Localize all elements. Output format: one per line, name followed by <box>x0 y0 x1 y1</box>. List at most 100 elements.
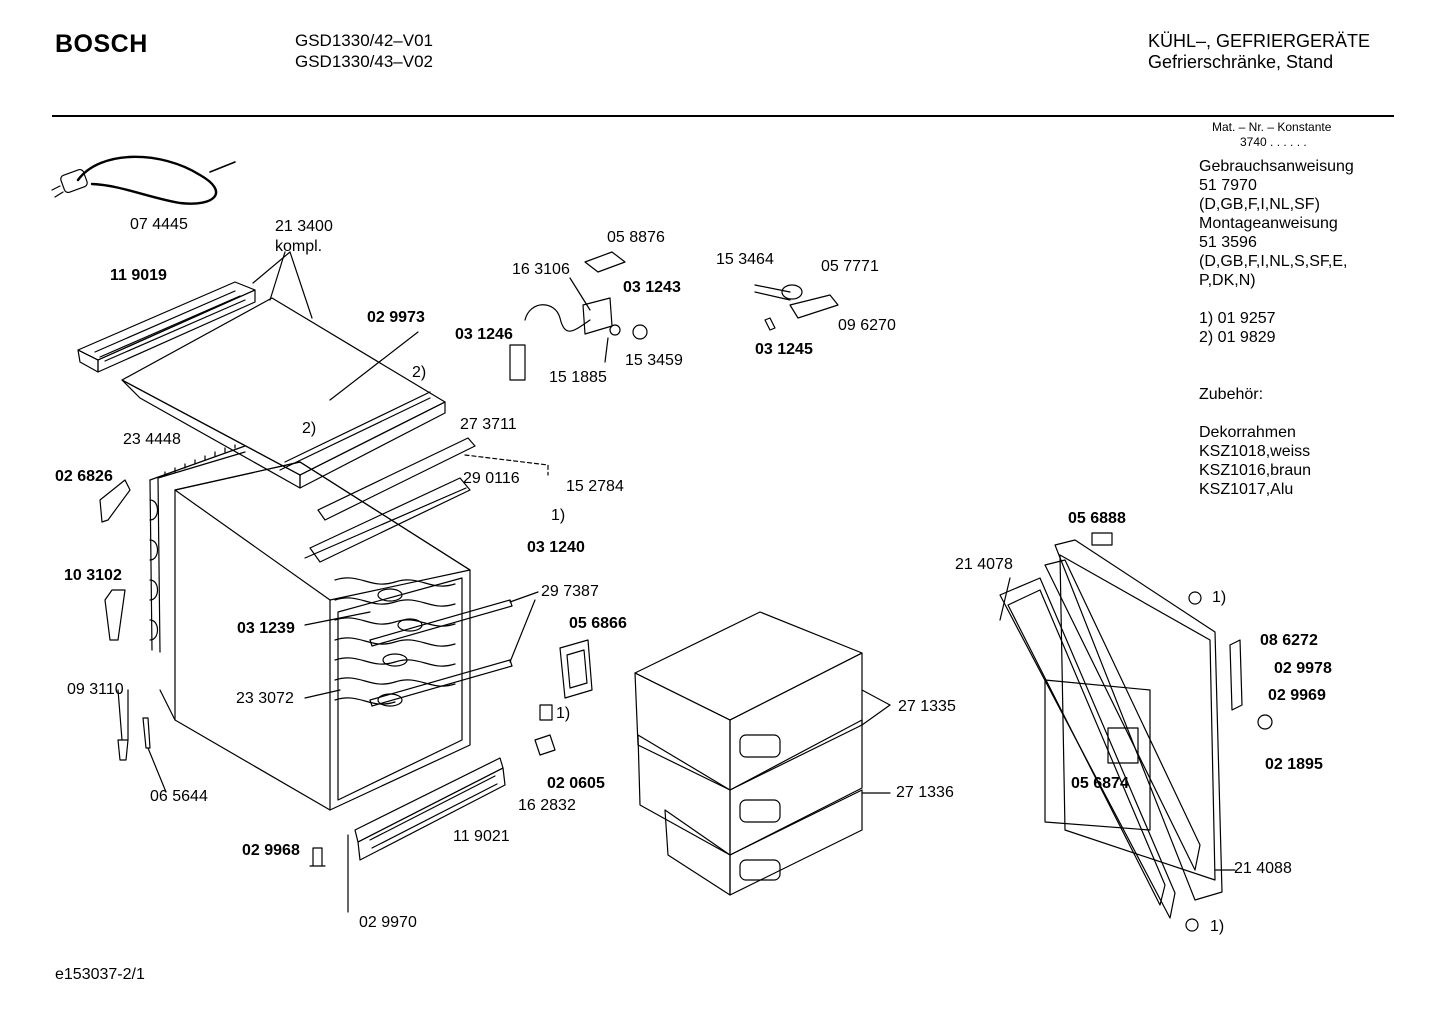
sidebar-line: KSZ1018,weiss <box>1199 443 1311 460</box>
latch-05-6888 <box>1092 533 1112 545</box>
drawer-middle <box>638 720 862 855</box>
sidebar-line: 1) 01 9257 <box>1199 310 1276 327</box>
cover-05-6866 <box>560 640 592 698</box>
ventilation-grille-bottom <box>355 758 505 860</box>
part-label: 09 3110 <box>67 681 124 698</box>
evaporator-shelves <box>335 578 455 706</box>
drawer-upper <box>635 612 862 790</box>
power-cable-drawing <box>52 157 235 204</box>
sensor-09-3110 <box>118 690 128 760</box>
header-divider <box>52 115 1394 117</box>
ventilation-grille-top <box>78 282 255 372</box>
material-number-value: 3740 . . . . . . <box>1240 135 1307 149</box>
part-label: 1) <box>551 507 566 524</box>
sidebar-line: 51 3596 <box>1199 234 1257 251</box>
shelf-rail-lower <box>370 660 512 706</box>
sidebar-line: Montageanweisung <box>1199 215 1338 232</box>
door-panel <box>1045 540 1222 900</box>
part-label: 1) <box>1212 589 1227 606</box>
model-number-2: GSD1330/43–V02 <box>295 52 433 71</box>
sidebar-line: KSZ1016,braun <box>1199 462 1312 479</box>
sidebar-line: Gebrauchsanweisung <box>1199 158 1354 175</box>
part-label: 27 1335 <box>898 698 956 715</box>
part-label: 2) <box>412 364 427 381</box>
door-gasket <box>1000 578 1175 918</box>
part-label: 11 9019 <box>110 267 167 284</box>
sidebar-line: P,DK,N) <box>1199 272 1256 289</box>
fixing-parts <box>535 705 555 755</box>
part-label: 02 6826 <box>55 468 113 485</box>
part-label: 23 4448 <box>123 431 181 448</box>
part-label: 03 1243 <box>623 279 681 296</box>
sidebar-line: (D,GB,F,I,NL,SF) <box>1199 196 1320 213</box>
sidebar-line: Zubehör: <box>1199 386 1264 403</box>
cap-02-9969 <box>1258 715 1272 729</box>
part-label: 1) <box>556 705 571 722</box>
part-label: 03 1245 <box>755 341 813 358</box>
part-label: 15 2784 <box>566 478 624 495</box>
sidebar-line: KSZ1017,Alu <box>1199 481 1294 498</box>
part-label: 02 9973 <box>367 309 425 326</box>
part-label: 02 9968 <box>242 842 300 859</box>
part-label: 15 3459 <box>625 352 683 369</box>
model-number-1: GSD1330/42–V01 <box>295 31 433 50</box>
sidebar-line: 2) 01 9829 <box>1199 329 1276 346</box>
part-label: 05 8876 <box>607 229 665 246</box>
part-label: 27 1336 <box>896 784 954 801</box>
pin-06-5644 <box>143 718 150 748</box>
part-label: 05 7771 <box>821 258 879 275</box>
part-label: 09 6270 <box>838 317 896 334</box>
thermostat-assembly <box>510 252 647 380</box>
cabinet-body <box>160 462 470 810</box>
part-label: 02 1895 <box>1265 756 1323 773</box>
part-label: 21 4088 <box>1234 860 1292 877</box>
part-label: 05 6866 <box>569 615 627 632</box>
part-label: 03 1239 <box>237 620 295 637</box>
part-label: 10 3102 <box>64 567 122 584</box>
part-label: 05 6888 <box>1068 510 1126 527</box>
part-label: 21 4078 <box>955 556 1013 573</box>
sidebar-line: Dekorrahmen <box>1199 424 1296 441</box>
lamp-assembly <box>755 285 838 330</box>
glass-shelf-plate <box>122 298 445 488</box>
part-label: 06 5644 <box>150 788 208 805</box>
handle-10-3102 <box>105 590 125 640</box>
part-label: 03 1246 <box>455 326 513 343</box>
part-label: 16 2832 <box>518 797 576 814</box>
part-label: 21 3400 <box>275 218 333 235</box>
sidebar-line: 51 7970 <box>1199 177 1257 194</box>
category-title: KÜHL–, GEFRIERGERÄTE <box>1148 31 1371 51</box>
part-label: kompl. <box>275 238 323 255</box>
drawer-lower <box>665 790 862 895</box>
part-label: 23 3072 <box>236 690 294 707</box>
part-label: 27 3711 <box>460 416 517 433</box>
bracket-02-6826 <box>100 480 130 522</box>
screw-02-9968 <box>310 848 325 866</box>
material-number-label: Mat. – Nr. – Konstante <box>1212 120 1332 134</box>
sidebar-line: (D,GB,F,I,NL,S,SF,E, <box>1199 253 1348 270</box>
hinge-plate-27-3711 <box>318 438 475 520</box>
part-label: 07 4445 <box>130 216 188 233</box>
part-label: 2) <box>302 420 317 437</box>
part-label: 11 9021 <box>453 828 510 845</box>
part-label: 29 0116 <box>463 470 520 487</box>
hinge-08-6272 <box>1230 640 1242 710</box>
part-label: 16 3106 <box>512 261 570 278</box>
part-label: 02 0605 <box>547 775 605 792</box>
part-label: 29 7387 <box>541 583 599 600</box>
part-label: 15 1885 <box>549 369 607 386</box>
brand-logo: BOSCH <box>55 30 148 58</box>
part-label: 08 6272 <box>1260 632 1318 649</box>
condenser-coil <box>150 445 245 652</box>
diagram-code: e153037-2/1 <box>55 966 145 983</box>
part-label: 02 9969 <box>1268 687 1326 704</box>
category-subtitle: Gefrierschränke, Stand <box>1148 52 1334 72</box>
part-label: 02 9970 <box>359 914 417 931</box>
part-label: 03 1240 <box>527 539 585 556</box>
part-label: 15 3464 <box>716 251 774 268</box>
part-label: 05 6874 <box>1071 775 1129 792</box>
shelf-rail-upper <box>370 600 512 646</box>
part-label: 1) <box>1210 918 1225 935</box>
part-label: 02 9978 <box>1274 660 1332 677</box>
